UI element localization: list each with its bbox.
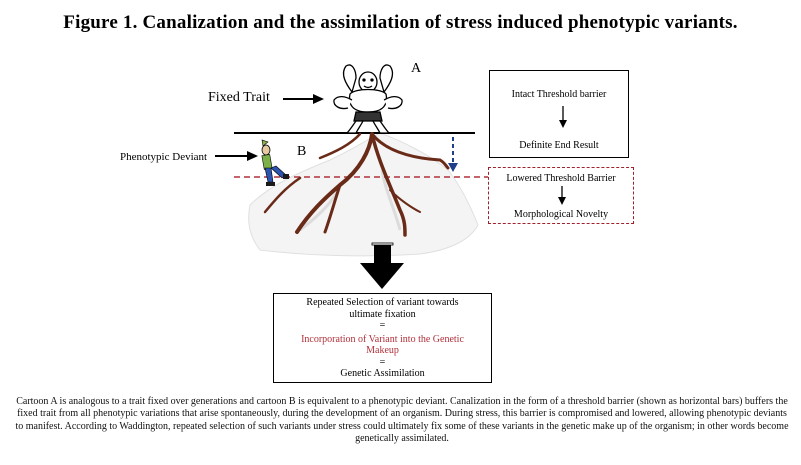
intact-threshold-box: Intact Threshold barrier Definite End Re… bbox=[489, 70, 629, 158]
result-line-4: Makeup bbox=[366, 345, 399, 356]
lowered-threshold-text: Lowered Threshold Barrier bbox=[506, 173, 616, 184]
intact-threshold-text: Intact Threshold barrier bbox=[511, 89, 607, 100]
root-network bbox=[263, 132, 450, 237]
result-equals-2: = bbox=[379, 356, 386, 368]
landscape-shape bbox=[248, 132, 479, 257]
assimilation-box: Repeated Selection of variant towards ul… bbox=[273, 293, 492, 383]
fixed-trait-label: Fixed Trait bbox=[208, 90, 270, 105]
morphological-novelty-text: Morphological Novelty bbox=[513, 209, 609, 220]
result-line-3: Incorporation of Variant into the Geneti… bbox=[301, 333, 464, 345]
big-down-arrow bbox=[360, 242, 404, 289]
result-equals-1: = bbox=[379, 320, 386, 331]
figure-caption: Cartoon A is analogous to a trait fixed … bbox=[15, 396, 789, 444]
box1-arrow bbox=[559, 106, 567, 128]
phenotypic-deviant-label: Phenotypic Deviant bbox=[120, 151, 208, 163]
cartoon-b-label: B bbox=[297, 144, 307, 159]
figure-title: Figure 1. Canalization and the assimilat… bbox=[63, 12, 738, 33]
fixed-trait-arrow bbox=[283, 94, 324, 104]
cartoon-b-deviant bbox=[261, 139, 289, 186]
cartoon-a-strongman bbox=[333, 64, 403, 134]
lowered-threshold-box: Lowered Threshold Barrier Morphological … bbox=[488, 167, 634, 224]
box2-arrow bbox=[558, 186, 566, 205]
result-line-1: Repeated Selection of variant towards bbox=[306, 297, 459, 308]
definite-end-result-text: Definite End Result bbox=[519, 140, 599, 151]
result-line-5: Genetic Assimilation bbox=[340, 368, 425, 379]
cartoon-a-label: A bbox=[411, 61, 422, 76]
result-line-2: ultimate fixation bbox=[349, 308, 416, 320]
phenotypic-deviant-arrow bbox=[215, 151, 258, 161]
lowering-arrow bbox=[448, 137, 458, 172]
